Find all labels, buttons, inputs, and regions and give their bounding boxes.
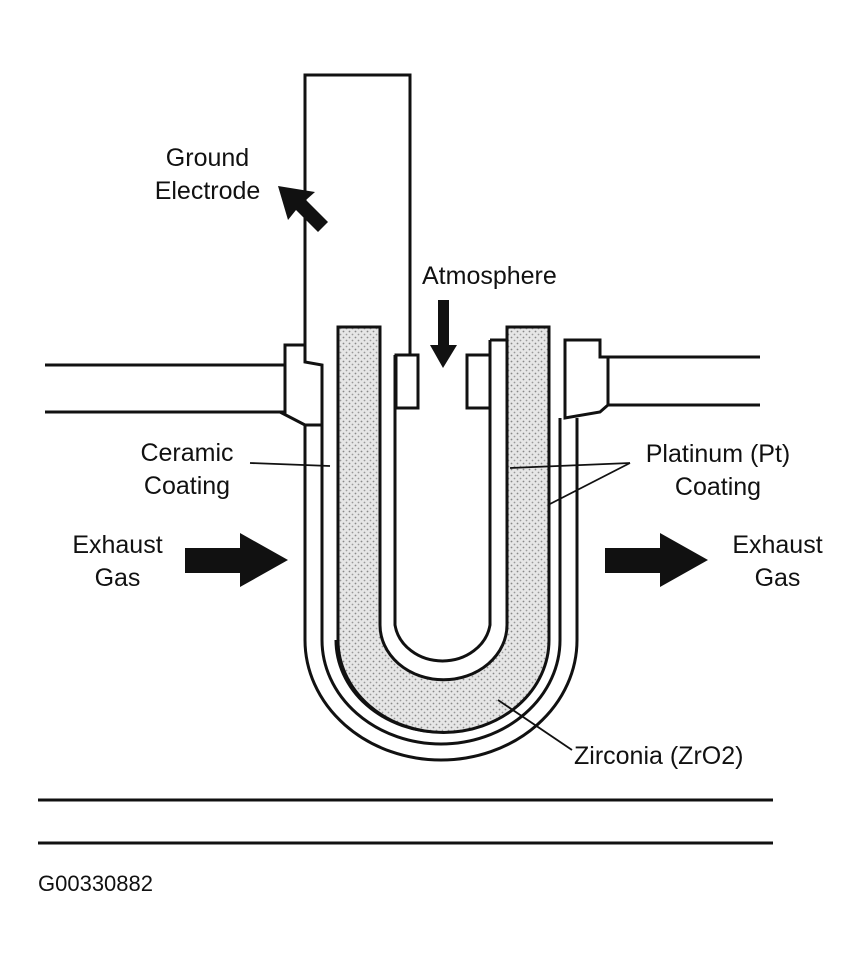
exhaust-gas-in-label: Exhaust Gas xyxy=(55,529,180,595)
ceramic-coating-label-line2: Coating xyxy=(143,472,231,500)
pipe-lower-walls xyxy=(38,798,773,845)
leader-lines xyxy=(249,462,631,751)
platinum-coating-label: Platinum (Pt) Coating xyxy=(628,438,808,504)
exhaust-gas-in-label-line1: Exhaust xyxy=(72,531,163,559)
pipe-upper-walls xyxy=(45,355,760,414)
figure-code: G00330882 xyxy=(38,867,153,900)
exhaust-gas-in-label-line2: Gas xyxy=(94,564,141,592)
exhaust-gas-out-label-line2: Gas xyxy=(754,564,801,592)
platinum-coating-label-line2: Coating xyxy=(674,473,762,501)
atmosphere-label-text: Atmosphere xyxy=(422,262,557,290)
ground-electrode-label: Ground Electrode xyxy=(140,142,275,208)
atmosphere-arrow-icon xyxy=(430,300,457,368)
atmosphere-label: Atmosphere xyxy=(422,260,557,293)
ceramic-coating-label: Ceramic Coating xyxy=(122,437,252,503)
ceramic-coating-outer xyxy=(303,418,579,762)
left-mounting-flange xyxy=(279,343,324,427)
right-mounting-flange xyxy=(563,338,610,420)
figure-code-text: G00330882 xyxy=(38,871,153,896)
zirconia-body xyxy=(336,325,551,734)
ground-electrode-label-line1: Ground xyxy=(165,144,250,172)
exhaust-gas-in-arrow-icon xyxy=(185,533,288,587)
inner-electrode-right xyxy=(465,353,492,410)
ground-electrode-arrow-icon xyxy=(278,186,328,232)
inner-platinum-layer xyxy=(393,340,492,663)
ceramic-coating-inner xyxy=(320,418,562,746)
zirconia-label-text: Zirconia (ZrO2) xyxy=(574,742,744,770)
ground-electrode-label-line2: Electrode xyxy=(154,177,261,205)
exhaust-gas-out-label: Exhaust Gas xyxy=(715,529,840,595)
platinum-coating-label-line1: Platinum (Pt) xyxy=(645,440,791,468)
exhaust-gas-out-arrow-icon xyxy=(605,533,708,587)
exhaust-gas-out-label-line1: Exhaust xyxy=(732,531,823,559)
inner-electrode-left xyxy=(394,353,420,410)
zirconia-label: Zirconia (ZrO2) xyxy=(574,740,743,773)
ceramic-coating-label-line1: Ceramic xyxy=(140,439,234,467)
